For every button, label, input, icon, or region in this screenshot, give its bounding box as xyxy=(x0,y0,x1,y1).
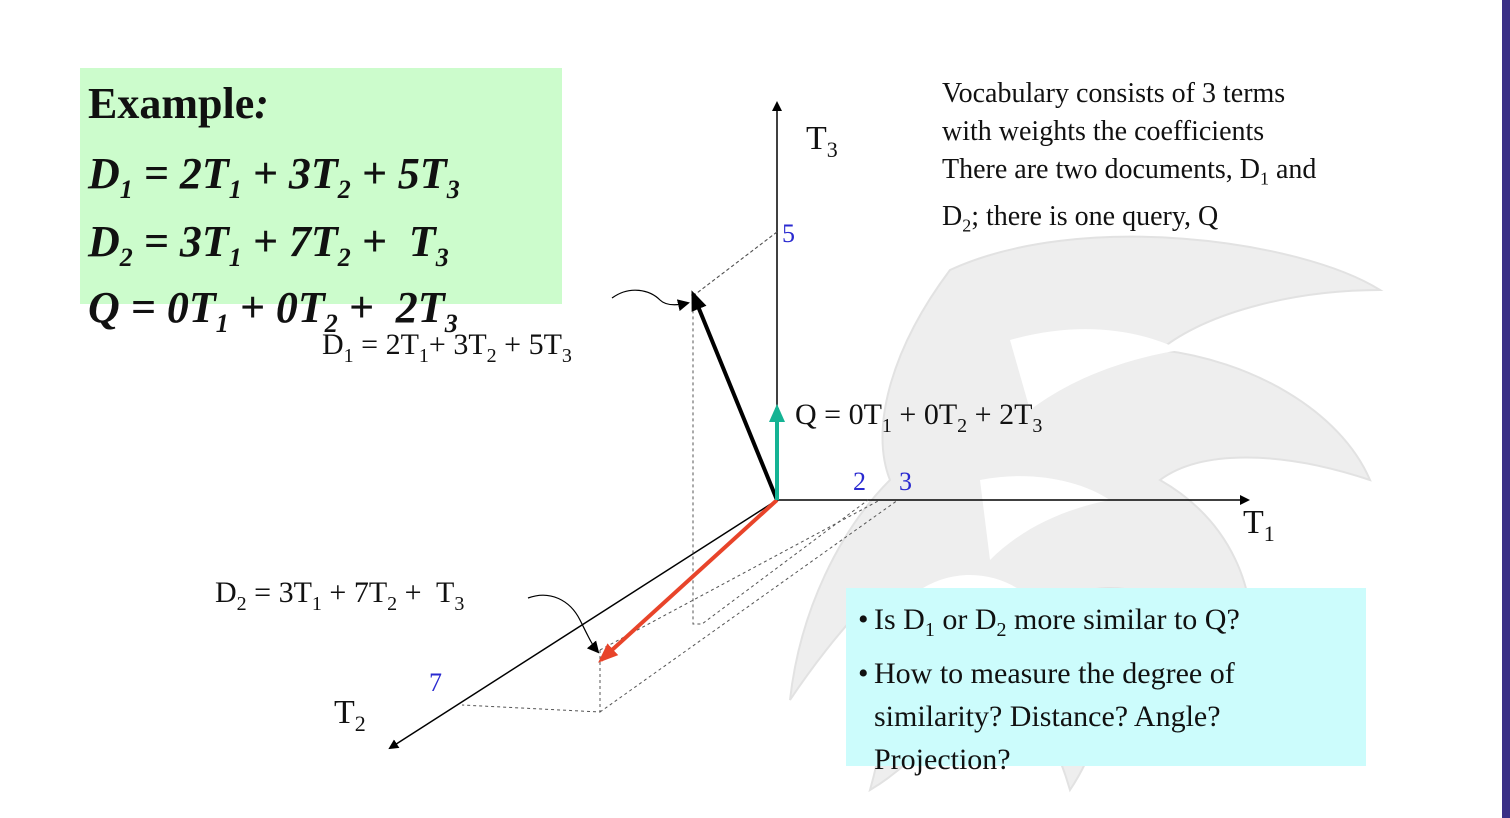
vocab-line-1: Vocabulary consists of 3 terms xyxy=(942,78,1286,109)
q-vector-label: Q = 0T1 + 0T2 + 2T3 xyxy=(795,398,1043,437)
tick-t1-3: 3 xyxy=(899,467,912,496)
vocab-line-4: D2; there is one query, Q xyxy=(942,200,1219,236)
t2-axis xyxy=(388,499,778,750)
d2-vector-label: D2 = 3T1 + 7T2 + T3 xyxy=(215,576,465,615)
tick-t3-5: 5 xyxy=(782,219,795,248)
example-q-equation: Q = 0T1 + 0T2 + 2T3 xyxy=(88,283,458,338)
t2-axis-label: T2 xyxy=(334,694,366,736)
d1-vector-label: D1 = 2T1+ 3T2 + 5T3 xyxy=(322,328,572,367)
example-d2-equation: D2 = 3T1 + 7T2 + T3 xyxy=(88,217,449,272)
construction-lines xyxy=(461,231,899,713)
d1-callout-arrow xyxy=(611,289,690,312)
slide-right-border xyxy=(1502,0,1510,818)
vocabulary-note: Vocabulary consists of 3 terms with weig… xyxy=(942,75,1422,244)
question-similarity: •Is D1 or D2 more similar to Q? xyxy=(858,603,1240,641)
tick-t2-7: 7 xyxy=(429,668,442,697)
d2-vector xyxy=(598,498,779,663)
question-box: •Is D1 or D2 more similar to Q? •How to … xyxy=(846,588,1366,776)
example-box xyxy=(80,68,562,304)
tick-t1-2: 2 xyxy=(853,467,866,496)
t1-axis-label: T1 xyxy=(1243,504,1275,546)
d1-vector xyxy=(691,290,779,501)
d2-callout-arrow xyxy=(527,594,600,654)
example-d1-equation: D1 = 2T1 + 3T2 + 5T3 xyxy=(88,149,460,204)
vocab-line-3: There are two documents, D1 and xyxy=(942,154,1317,189)
vocab-line-2: with weights the coefficients xyxy=(942,116,1265,147)
example-title: Example: xyxy=(88,79,269,128)
t3-axis-label: T3 xyxy=(806,120,838,162)
